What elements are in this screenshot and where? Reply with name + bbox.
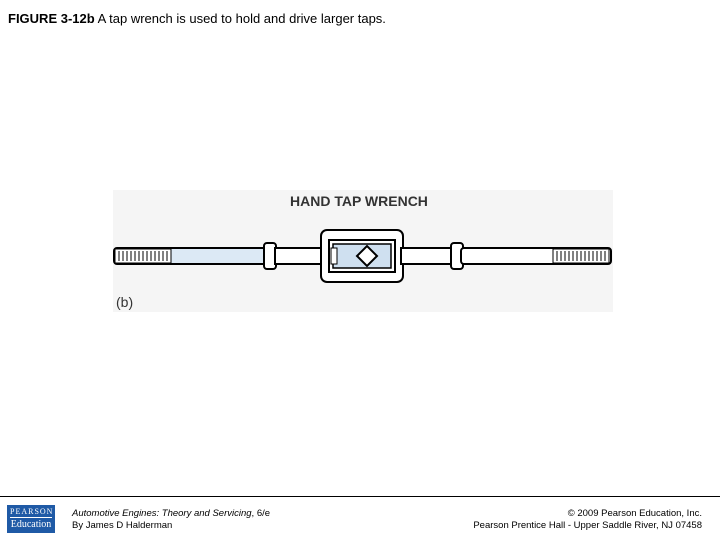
publisher-credit: © 2009 Pearson Education, Inc. Pearson P… [473, 508, 702, 532]
book-title: Automotive Engines: Theory and Servicing [72, 508, 252, 519]
illustration-sub-label: (b) [116, 294, 133, 310]
left-handle [113, 242, 324, 270]
book-author: By James D Halderman [72, 520, 173, 531]
jaw-diamond [355, 244, 379, 268]
book-edition: , 6/e [251, 508, 271, 519]
publisher-text: Pearson Prentice Hall - Upper Saddle Riv… [473, 520, 702, 531]
book-title-line: Automotive Engines: Theory and Servicing… [72, 508, 270, 520]
copyright-text: © 2009 Pearson Education, Inc. [567, 508, 702, 519]
illustration-title: HAND TAP WRENCH [290, 193, 428, 209]
slide-title: FIGURE 3-12b A tap wrench is used to hol… [8, 11, 386, 26]
footer-divider [0, 496, 720, 497]
right-handle [400, 242, 612, 270]
left-thread [118, 251, 168, 261]
pearson-logo: PEARSON Education [7, 505, 55, 533]
book-credit: Automotive Engines: Theory and Servicing… [72, 508, 270, 532]
figure-caption: A tap wrench is used to hold and drive l… [94, 11, 386, 26]
wrench-center-body [320, 229, 404, 283]
tap-wrench-illustration: HAND TAP WRENCH [113, 190, 613, 312]
figure-label: FIGURE 3-12b [8, 11, 95, 26]
right-thread [556, 251, 606, 261]
logo-line-1: PEARSON [10, 507, 54, 518]
logo-line-2: Education [10, 519, 52, 530]
